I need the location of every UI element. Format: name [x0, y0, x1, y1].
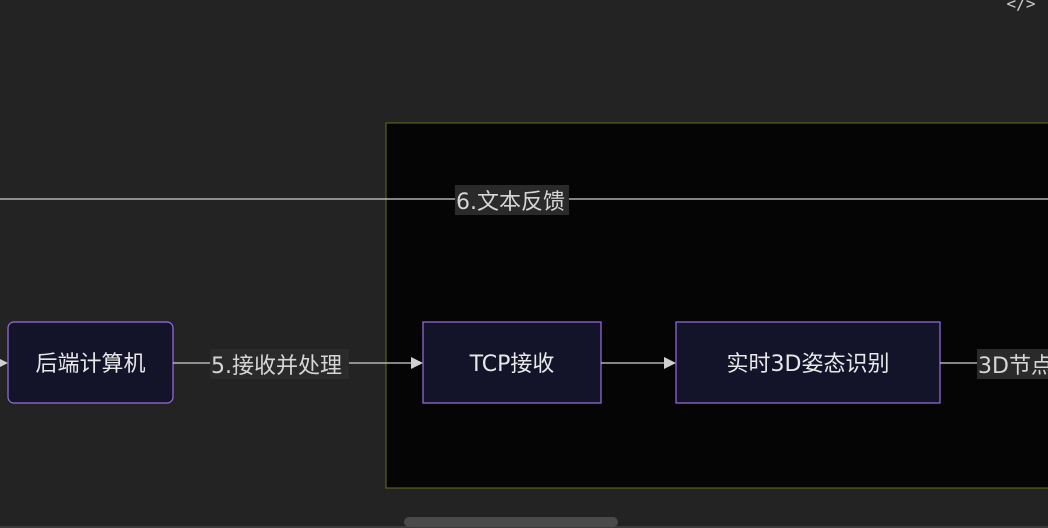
subgraph-box [385, 122, 1048, 489]
node-tcp[interactable] [422, 321, 602, 404]
node-tcp-label: TCP接收 [469, 352, 555, 377]
feedback-edge-label: 6.文本反馈 [456, 190, 565, 215]
feedback-edge-label-bg [455, 185, 569, 215]
scrollbar-thumb[interactable] [404, 517, 618, 527]
canvas-bottom-border [0, 526, 1048, 528]
receive-edge-label: 5.接收并处理 [211, 354, 342, 379]
code-view-icon[interactable]: </> [1006, 0, 1036, 13]
nodes3d-edge-label-bg [977, 349, 1048, 379]
receive-edge-label-bg [210, 349, 349, 379]
horizontal-scrollbar[interactable] [0, 514, 1048, 528]
nodes3d-edge-label: 3D节点 [978, 354, 1048, 379]
node-backend-label: 后端计算机 [35, 352, 145, 377]
node-pose[interactable] [675, 321, 941, 404]
node-pose-label: 实时3D姿态识别 [727, 352, 890, 377]
